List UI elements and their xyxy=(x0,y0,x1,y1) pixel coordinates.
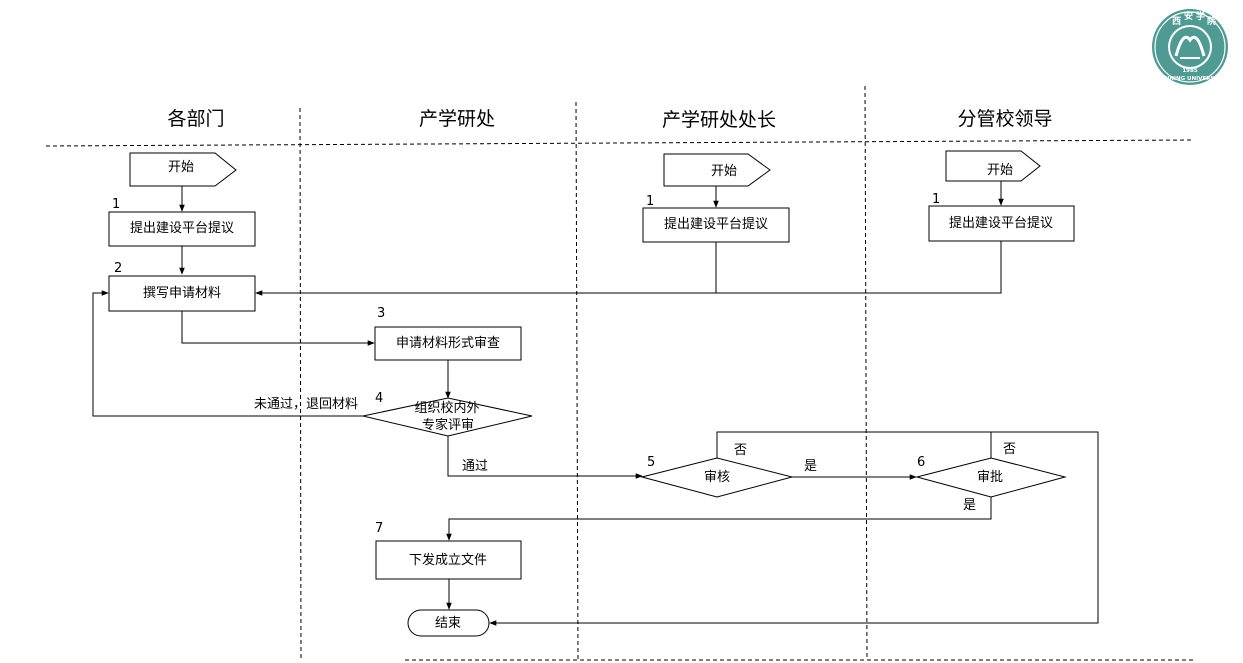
step-number: 1 xyxy=(932,192,940,207)
process-write-materials: 撰写申请材料 2 xyxy=(108,261,256,312)
process-label: 下发成立文件 xyxy=(409,552,487,568)
end-label: 结束 xyxy=(435,616,461,631)
lane-title-leader: 分管校领导 xyxy=(957,108,1052,130)
lane-separators xyxy=(45,85,1195,661)
step-number: 7 xyxy=(375,521,383,536)
process-propose-departments: 提出建设平台提议 1 xyxy=(108,197,256,247)
decision-label-line1: 组织校内外 xyxy=(414,400,479,416)
decision-expert-review: 组织校内外 专家评审 4 xyxy=(362,391,533,437)
edge-label-audit-no: 否 xyxy=(734,443,747,458)
end-node: 结束 xyxy=(407,609,490,637)
edge-approve-yes-to-issue xyxy=(446,497,992,541)
step-number: 3 xyxy=(377,306,385,321)
seal-year: 1985 xyxy=(1182,68,1197,74)
edge-label-approve-no: 否 xyxy=(1003,442,1016,457)
process-issue-document: 下发成立文件 7 xyxy=(375,521,522,580)
process-propose-leader: 提出建设平台提议 1 xyxy=(928,192,1075,242)
edge-no-to-end xyxy=(489,431,1099,626)
decision-label: 审批 xyxy=(977,470,1003,485)
process-formal-review: 申请材料形式审查 3 xyxy=(374,306,522,361)
lane-title-departments: 各部门 xyxy=(167,108,224,130)
header-divider xyxy=(45,139,1193,147)
step-number: 4 xyxy=(375,391,383,406)
start-node-departments: 开始 xyxy=(129,152,237,187)
step-number: 6 xyxy=(917,455,925,470)
process-propose-office-head: 提出建设平台提议 1 xyxy=(642,194,790,243)
decision-approve: 审批 6 xyxy=(915,455,1067,498)
decision-label: 审核 xyxy=(704,470,730,485)
start-label: 开始 xyxy=(711,164,737,179)
seal-char-2: 安 xyxy=(1184,10,1193,22)
decision-audit: 审核 5 xyxy=(640,455,794,498)
lane-divider-3 xyxy=(864,85,868,661)
seal-english-name: NANNING UNIVERSITY xyxy=(1156,76,1225,82)
seal-char-1: 西 xyxy=(1172,16,1181,27)
university-seal-logo: 西 安 学 院 NANNING UNIVERSITY 1985 xyxy=(1152,9,1228,85)
edge-rejected-return xyxy=(92,290,363,417)
connectors xyxy=(92,181,1099,626)
decision-label-line2: 专家评审 xyxy=(422,417,474,433)
start-node-leader: 开始 xyxy=(945,150,1041,182)
start-label: 开始 xyxy=(168,160,194,175)
start-node-office-head: 开始 xyxy=(663,153,771,187)
edge-leader-to-write xyxy=(255,241,1002,296)
lane-divider-2 xyxy=(575,101,579,661)
process-label: 提出建设平台提议 xyxy=(664,216,768,232)
step-number: 1 xyxy=(646,194,654,209)
step-number: 1 xyxy=(112,197,120,212)
process-label: 提出建设平台提议 xyxy=(949,215,1053,231)
process-label: 撰写申请材料 xyxy=(143,286,221,301)
seal-char-4: 院 xyxy=(1207,15,1216,27)
lane-title-office: 产学研处 xyxy=(419,108,495,130)
edge-write-to-formal-review xyxy=(181,311,375,346)
edge-label-audit-yes: 是 xyxy=(804,459,817,474)
process-label: 提出建设平台提议 xyxy=(130,220,234,236)
lane-divider-1 xyxy=(299,107,302,661)
edge-label-approve-yes: 是 xyxy=(963,498,976,513)
edge-passed-to-audit xyxy=(447,436,643,479)
start-label: 开始 xyxy=(987,163,1013,178)
process-label: 申请材料形式审查 xyxy=(396,336,500,351)
edge-label-passed: 通过 xyxy=(462,459,488,474)
lane-title-office-head: 产学研处处长 xyxy=(662,109,776,131)
seal-char-3: 学 xyxy=(1196,10,1205,22)
step-number: 5 xyxy=(647,455,655,470)
edge-label-rejected: 未通过，退回材料 xyxy=(254,397,358,412)
step-number: 2 xyxy=(114,261,122,276)
